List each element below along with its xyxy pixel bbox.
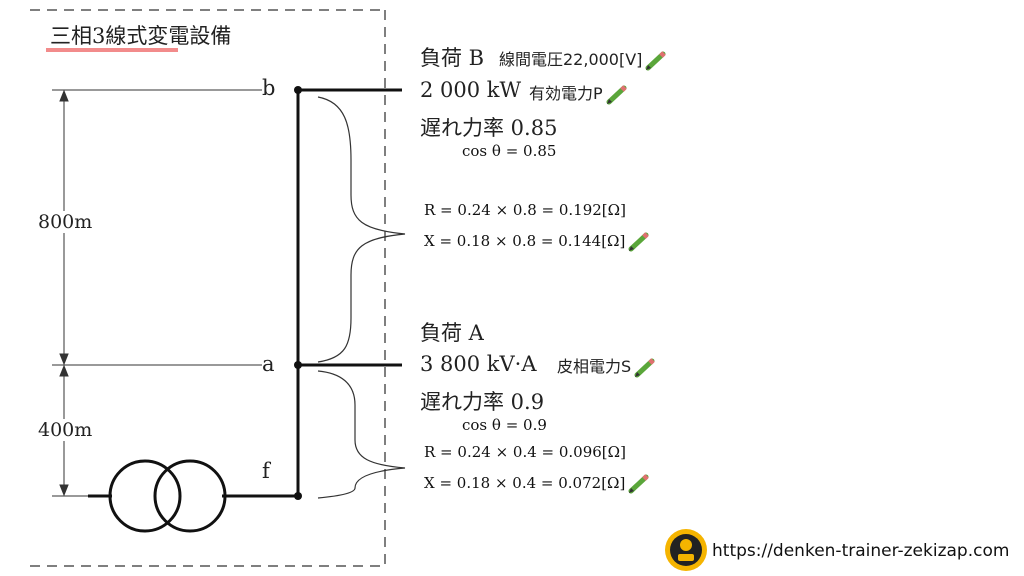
node-label-a: a xyxy=(262,352,275,376)
brace-a-f xyxy=(317,370,406,499)
load-b-power-factor: 遅れ力率 0.85 xyxy=(420,116,558,140)
site-logo-icon xyxy=(664,528,708,572)
line-voltage-label: 線間電圧22,000[V] xyxy=(499,50,643,69)
feeder-line xyxy=(88,88,402,498)
reactance-formula: X = 0.18 × 0.8 = 0.144[Ω] xyxy=(424,232,626,250)
active-power-label: 有効電力P xyxy=(529,84,603,103)
load-a-resistance: R = 0.24 × 0.4 = 0.096[Ω] xyxy=(424,443,626,461)
load-a-power-factor: 遅れ力率 0.9 xyxy=(420,390,545,414)
title-underline xyxy=(46,48,178,52)
node-label-b: b xyxy=(262,76,276,100)
load-b-reactance: X = 0.18 × 0.8 = 0.144[Ω] xyxy=(424,232,650,252)
node-dots xyxy=(294,86,302,500)
load-b-power: 2 000 kW xyxy=(420,78,522,102)
load-b-cos: cos θ = 0.85 xyxy=(462,142,557,160)
reactance-formula: X = 0.18 × 0.4 = 0.072[Ω] xyxy=(424,474,626,492)
transformer-icon xyxy=(108,459,227,533)
pencil-icon xyxy=(628,474,650,494)
apparent-power-label: 皮相電力S xyxy=(557,357,632,376)
site-url[interactable]: https://denken-trainer-zekizap.com xyxy=(712,541,1010,561)
load-a-cos: cos θ = 0.9 xyxy=(462,416,547,434)
dimension-lines xyxy=(52,89,262,497)
load-b-line-voltage: 線間電圧22,000[V] xyxy=(499,46,667,71)
distance-lower: 400m xyxy=(38,419,93,441)
load-a-power-note: 皮相電力S xyxy=(557,353,656,378)
load-a-reactance: X = 0.18 × 0.4 = 0.072[Ω] xyxy=(424,474,650,494)
load-a-power: 3 800 kV·A xyxy=(420,352,537,376)
node-label-f: f xyxy=(262,459,270,483)
pencil-icon xyxy=(634,357,655,377)
load-a-name: 負荷 A xyxy=(420,321,484,345)
substation-boundary xyxy=(30,9,386,567)
load-b-resistance: R = 0.24 × 0.8 = 0.192[Ω] xyxy=(424,201,626,219)
diagram-title: 三相3線式変電設備 xyxy=(50,24,232,48)
pencil-icon xyxy=(606,84,627,104)
load-b-name: 負荷 B xyxy=(420,46,485,70)
pencil-icon xyxy=(645,50,667,70)
pencil-icon xyxy=(628,232,650,252)
brace-b-a xyxy=(317,96,406,363)
load-b-power-note: 有効電力P xyxy=(529,80,628,105)
distance-upper: 800m xyxy=(38,211,93,233)
